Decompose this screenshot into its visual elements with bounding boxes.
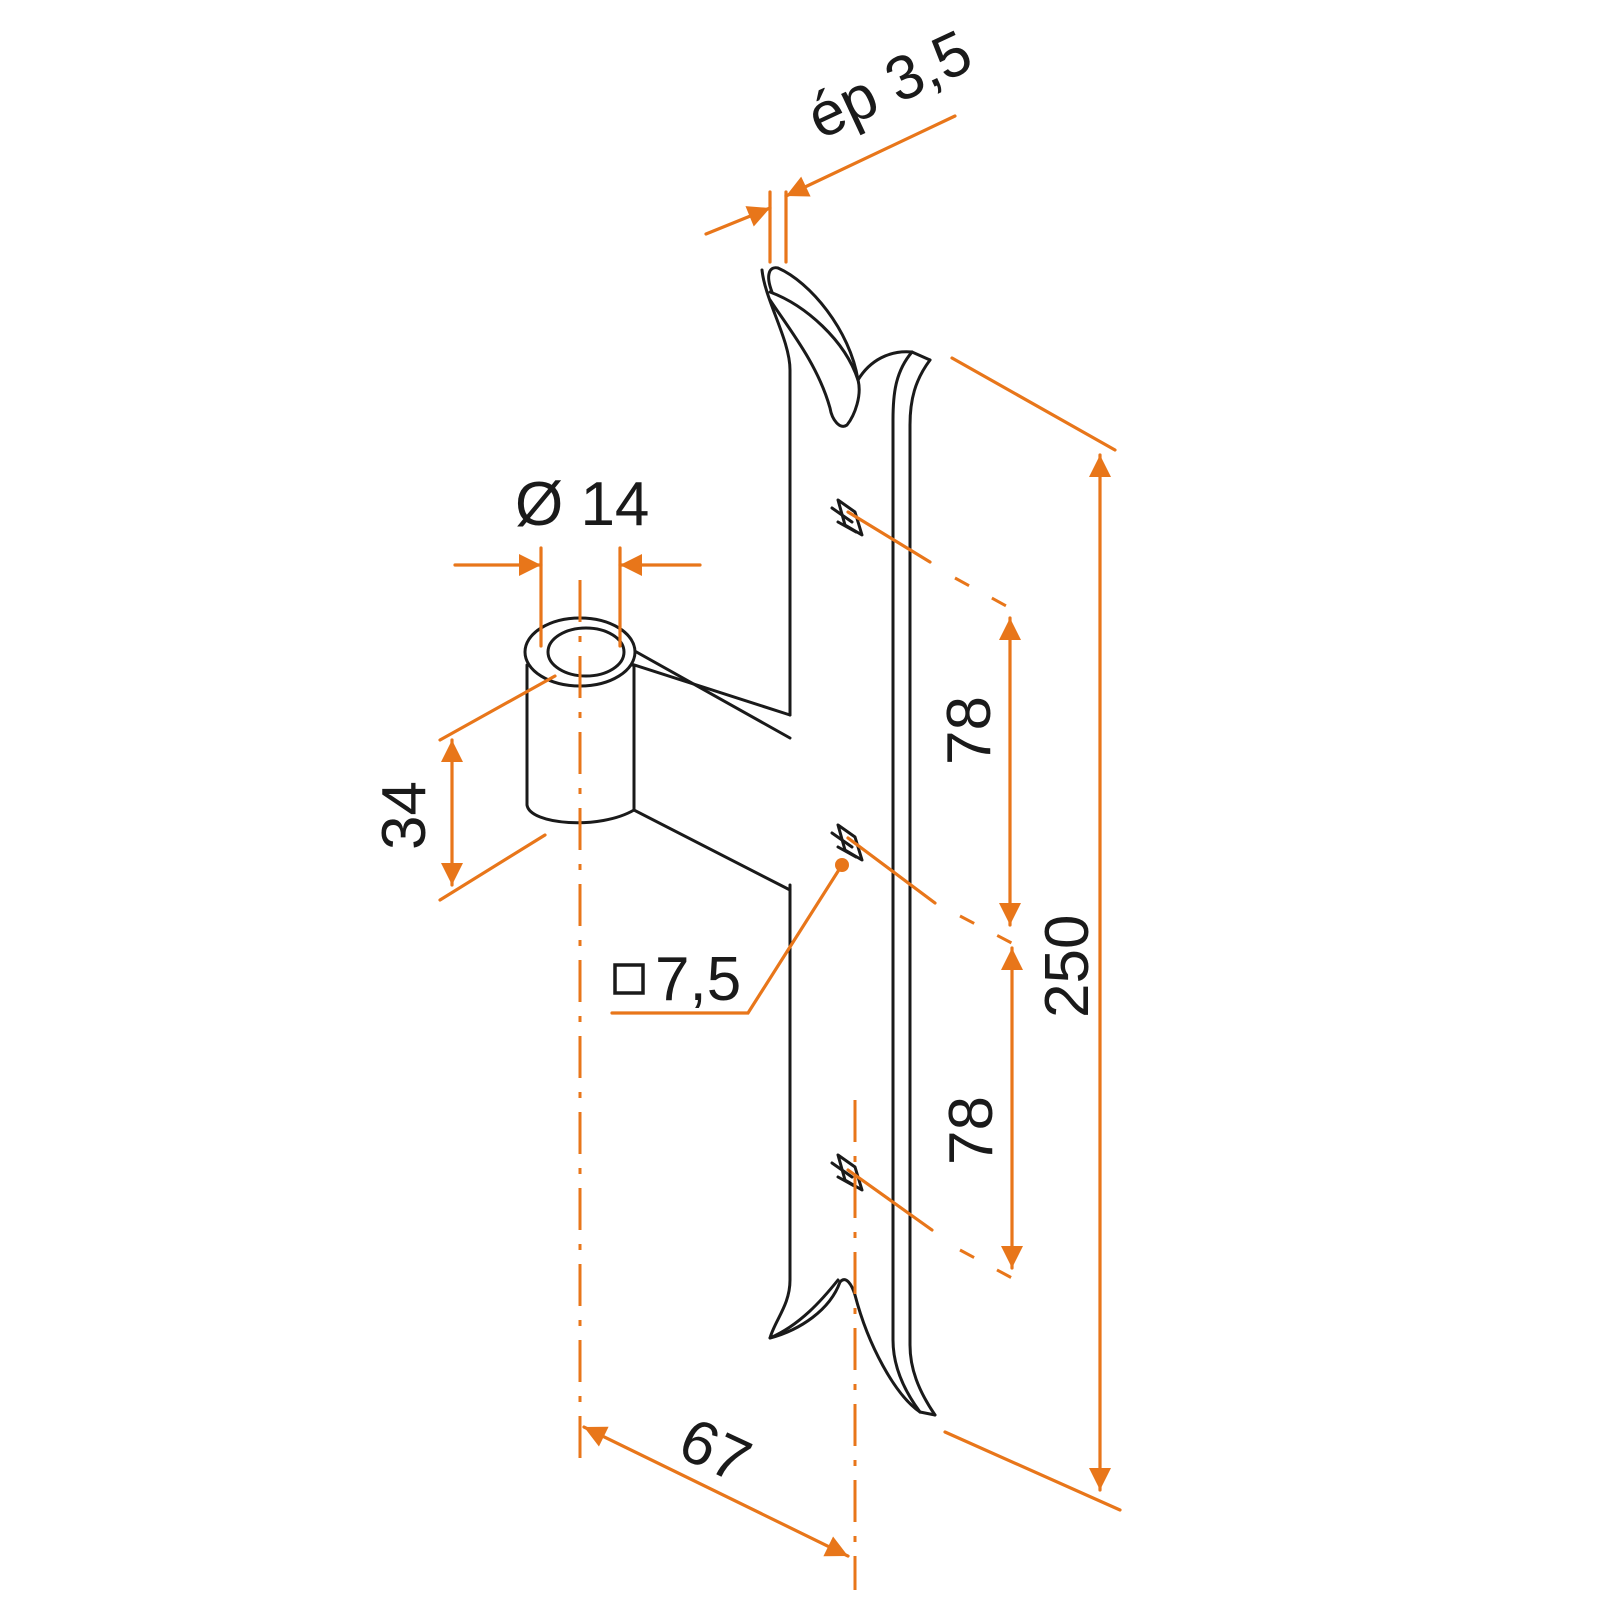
plate-upper-tip [760,268,792,717]
hole-top-ext [846,510,932,564]
offset-dimension: 67 [582,1405,850,1558]
upper-arm-bottom [623,660,792,717]
overall-length-label: 250 [1033,915,1102,1018]
hole-spacing-upper-label: 78 [935,696,1004,765]
hole-bot-ext-dash [959,1248,1026,1287]
hole-mid-ext [846,836,937,905]
thickness-label: ép 3,5 [797,17,982,152]
hole-bot-ext [846,1168,934,1232]
square-hole-middle [830,823,864,862]
square-icon [613,963,645,995]
plate-upper-lobe-inner [767,266,860,382]
offset-label: 67 [669,1405,761,1497]
square-hole-label: 7,5 [655,945,741,1014]
pin-top-bore [546,626,626,678]
plate-upper-lobe [768,290,861,428]
pin-height-label: 34 [370,781,439,850]
overall-length-dimension: 250 [943,356,1122,1512]
hole-mid-ext-dash [959,914,1026,952]
hole-top-ext-dash [954,576,1011,610]
square-hole-top [830,498,864,537]
plate-edge-bottom-cap [918,1410,937,1417]
thickness-dimension: ép 3,5 [704,17,982,264]
hole-spacing-upper-dimension: 78 [935,616,1021,927]
square-hole-callout: 7,5 [610,858,849,1015]
diameter-dimension: Ø 14 [453,470,702,648]
diameter-label: Ø 14 [515,470,649,539]
lower-arm [632,808,792,892]
dimensions: ép 3,5 Ø 14 34 78 [370,17,1122,1590]
pin-height-dimension: 34 [370,674,557,902]
hole-spacing-lower-label: 78 [937,1096,1006,1165]
plate-front-edge [891,350,922,1414]
hole-spacing-lower-dimension: 78 [937,946,1023,1270]
plate-top-notch [856,350,914,382]
plate-lower-lobe [768,883,922,1414]
square-hole-bottom [830,1153,864,1192]
upper-arm-top [613,638,792,740]
plate-edge-top-cap [910,350,932,362]
hinge-part [523,266,937,1417]
plate-lower-lobe-inner [768,1278,840,1340]
